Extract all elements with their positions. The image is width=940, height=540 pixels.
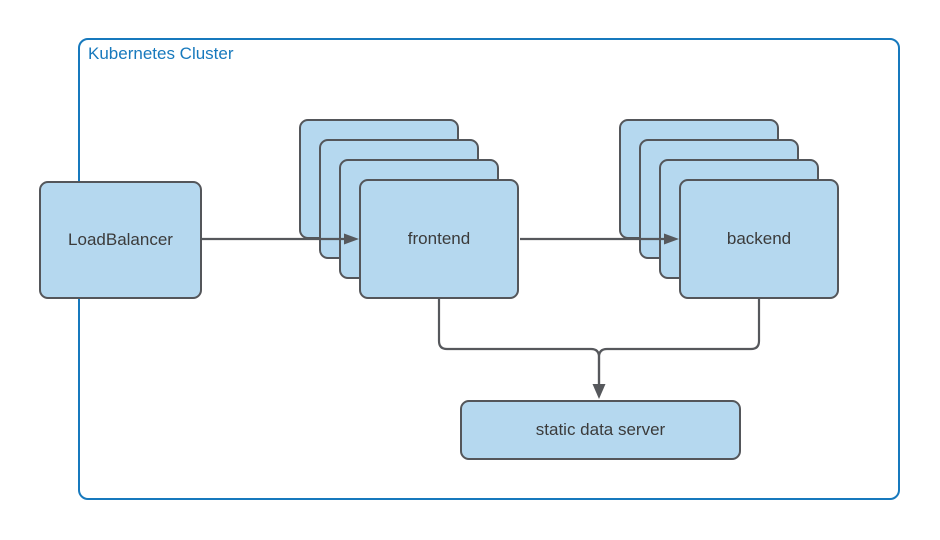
load-balancer-label: LoadBalancer bbox=[68, 230, 173, 249]
node-backend[interactable]: backend bbox=[679, 179, 839, 299]
node-static-data-server[interactable]: static data server bbox=[460, 400, 741, 460]
backend-label: backend bbox=[726, 229, 792, 248]
frontend-label: frontend bbox=[407, 229, 471, 248]
node-frontend[interactable]: frontend bbox=[359, 179, 519, 299]
static-data-server-label: static data server bbox=[535, 420, 666, 439]
cluster-label: Kubernetes Cluster bbox=[88, 44, 234, 63]
node-load-balancer[interactable]: LoadBalancer bbox=[39, 181, 202, 299]
